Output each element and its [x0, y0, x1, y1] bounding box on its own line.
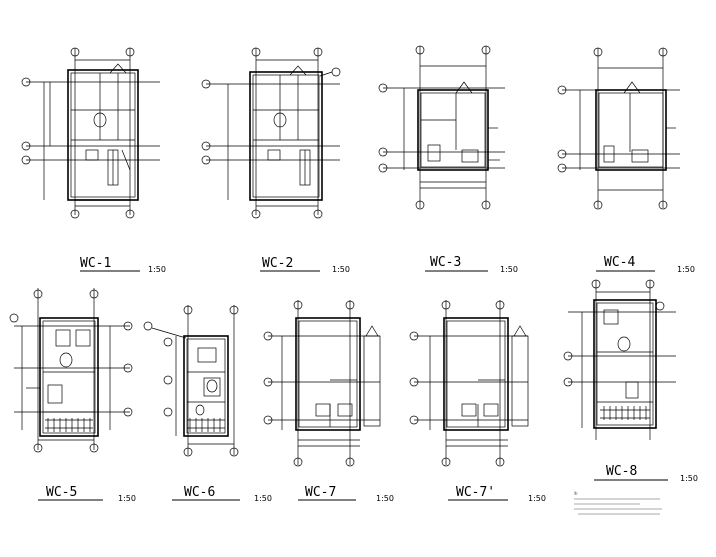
title-wc-7: WC-7	[305, 485, 336, 500]
scale-wc-3: 1:50	[500, 265, 518, 274]
plan-wc-3	[378, 45, 505, 210]
scale-wc-5: 1:50	[118, 494, 136, 503]
notes-title: 注:	[574, 490, 578, 495]
title-wc-3: WC-3	[430, 255, 461, 270]
plan-wc-8	[563, 279, 676, 440]
scale-wc-7: 1:50	[376, 494, 394, 503]
general-notes: 注:	[574, 490, 662, 515]
plan-wc-6	[143, 305, 239, 457]
plan-wc-7-prime	[409, 300, 529, 467]
title-wc-8: WC-8	[606, 464, 637, 479]
title-wc-5: WC-5	[46, 485, 77, 500]
plan-wc-4	[557, 47, 680, 210]
title-wc-2: WC-2	[262, 256, 293, 271]
plan-wc-5	[9, 288, 133, 453]
scale-wc-8: 1:50	[680, 474, 698, 483]
scale-wc-2: 1:50	[332, 265, 350, 274]
scale-wc-1: 1:50	[148, 265, 166, 274]
title-wc-1: WC-1	[80, 256, 111, 271]
plan-wc-2	[201, 47, 341, 219]
plan-wc-7	[263, 300, 381, 467]
title-wc-4: WC-4	[604, 255, 635, 270]
scale-wc-6: 1:50	[254, 494, 272, 503]
scale-wc-4: 1:50	[677, 265, 695, 274]
title-wc-6: WC-6	[184, 485, 215, 500]
title-wc-7-prime: WC-7'	[456, 485, 495, 500]
scale-wc-7-prime: 1:50	[528, 494, 546, 503]
plan-wc-1	[21, 47, 160, 219]
